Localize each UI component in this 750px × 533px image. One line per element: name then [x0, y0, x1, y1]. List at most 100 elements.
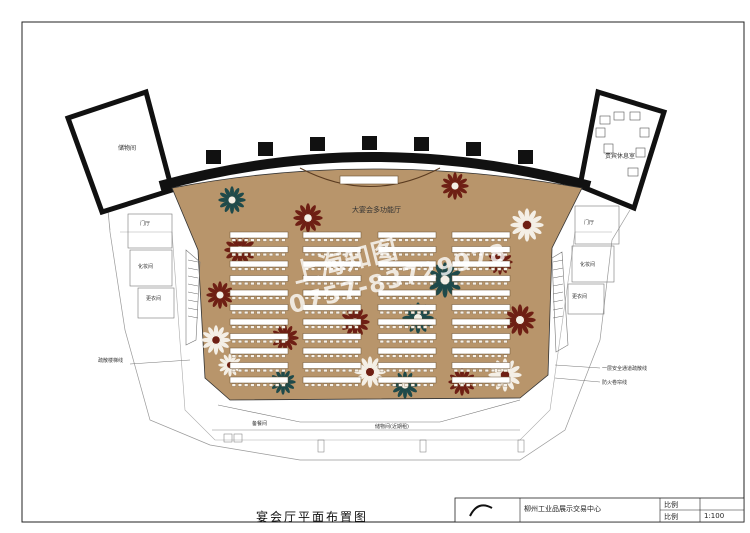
- chair: [503, 253, 508, 257]
- chair: [275, 340, 280, 344]
- banquet-table: [302, 304, 362, 311]
- chair: [497, 267, 502, 271]
- chair: [398, 369, 403, 373]
- chair: [497, 238, 502, 242]
- chair: [354, 238, 359, 242]
- chair: [231, 311, 236, 315]
- chair: [262, 325, 267, 329]
- chair: [453, 296, 458, 300]
- chair: [244, 238, 249, 242]
- chair: [269, 238, 273, 242]
- chair: [329, 311, 334, 315]
- chair: [484, 311, 489, 315]
- back-wall-pillars: [206, 136, 533, 164]
- banquet-table: [302, 347, 362, 355]
- chair: [460, 253, 464, 257]
- chair: [238, 296, 242, 300]
- chair: [410, 267, 415, 271]
- chair: [491, 383, 495, 387]
- chair: [379, 383, 384, 387]
- chair: [342, 354, 346, 358]
- chair: [238, 267, 242, 271]
- chair: [404, 340, 409, 344]
- title-field-2: 比例: [664, 513, 678, 521]
- chair: [256, 383, 261, 387]
- chair: [269, 296, 273, 300]
- chair: [262, 354, 267, 358]
- chair: [410, 340, 415, 344]
- chair: [256, 238, 261, 242]
- chair: [262, 253, 267, 257]
- carpet-medallion: [510, 208, 544, 242]
- chair: [379, 238, 384, 242]
- chair: [497, 311, 502, 315]
- chair: [503, 383, 508, 387]
- chair: [281, 325, 286, 329]
- chair: [244, 296, 249, 300]
- label-right-service-1: 化妆间: [580, 261, 595, 268]
- chair: [281, 369, 286, 373]
- chair: [503, 311, 508, 315]
- chair: [244, 383, 249, 387]
- chair: [491, 354, 495, 358]
- chair: [348, 267, 353, 271]
- chair: [472, 296, 477, 300]
- chair: [484, 383, 489, 387]
- label-bottom-center: 储物间(近期租): [375, 423, 409, 430]
- chair: [311, 253, 315, 257]
- banquet-table: [302, 318, 362, 326]
- chair: [342, 340, 346, 344]
- banquet-table: [229, 347, 289, 355]
- chair: [484, 369, 489, 373]
- chair: [311, 311, 315, 315]
- chair: [335, 340, 340, 344]
- chair: [281, 383, 286, 387]
- banquet-table: [377, 304, 437, 311]
- chair: [417, 238, 421, 242]
- chair: [329, 354, 334, 358]
- chair: [460, 383, 464, 387]
- chair: [466, 296, 471, 300]
- chair: [429, 267, 434, 271]
- chair: [472, 238, 477, 242]
- chair: [392, 340, 397, 344]
- left-stair: [187, 259, 199, 319]
- chair: [348, 369, 353, 373]
- chair: [244, 282, 249, 286]
- chair: [453, 311, 458, 315]
- chair: [478, 383, 483, 387]
- chair: [478, 267, 483, 271]
- banquet-table: [302, 333, 362, 340]
- chair: [256, 325, 261, 329]
- chair: [460, 354, 464, 358]
- chair: [429, 296, 434, 300]
- chair: [250, 282, 255, 286]
- chair: [335, 311, 340, 315]
- chair: [231, 238, 236, 242]
- chair: [348, 238, 353, 242]
- chair: [256, 253, 261, 257]
- chair: [238, 340, 242, 344]
- chair: [354, 282, 359, 286]
- chair: [342, 369, 346, 373]
- chair: [478, 253, 483, 257]
- title-block-logo: [469, 504, 493, 517]
- chair: [323, 354, 328, 358]
- chair: [275, 383, 280, 387]
- chair: [354, 340, 359, 344]
- chair: [323, 383, 328, 387]
- chair: [497, 253, 502, 257]
- chair: [503, 282, 508, 286]
- chair: [342, 238, 346, 242]
- chair: [262, 267, 267, 271]
- chair: [472, 340, 477, 344]
- chair: [423, 325, 428, 329]
- chair: [503, 296, 508, 300]
- chair: [429, 340, 434, 344]
- chair: [423, 267, 428, 271]
- chair: [423, 383, 428, 387]
- chair: [256, 311, 261, 315]
- chair: [484, 325, 489, 329]
- chair: [317, 369, 322, 373]
- title-field-1: 比例: [664, 501, 678, 509]
